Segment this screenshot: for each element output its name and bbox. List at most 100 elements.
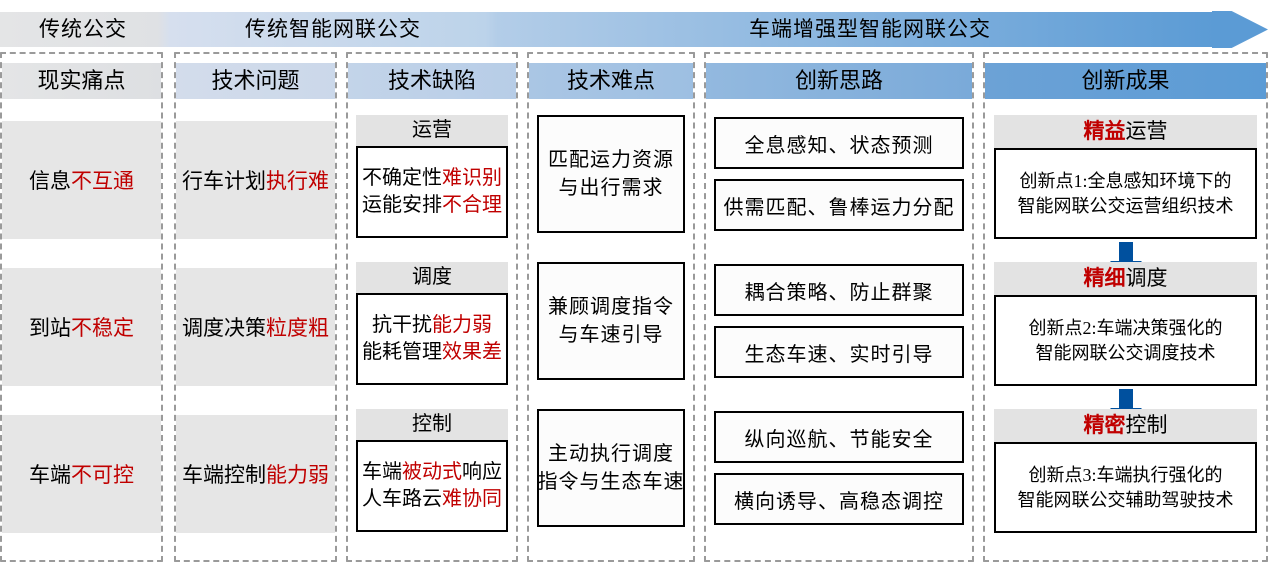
innovation-idea-box: 耦合策略、防止群聚 (714, 264, 964, 316)
pain-point-text-red: 不互通 (71, 169, 134, 193)
tech-defect-box: 不确定性难识别 运能安排不合理 (356, 146, 508, 238)
tech-defect-line: 不确定性难识别 (362, 165, 502, 192)
defect-text-red: 能力弱 (432, 314, 492, 337)
column-body-innovation-results: 精益运营 创新点1:全息感知环境下的 智能网联公交运营组织技术 精细调度 创新点… (985, 107, 1266, 554)
column-body-tech-problems: 行车计划执行难 调度决策粒度粗 车端控制能力弱 (176, 107, 335, 554)
column-header-tech-problems: 技术问题 (176, 63, 335, 99)
innovation-result-box: 创新点3:车端执行强化的 智能网联公交辅助驾驶技术 (994, 442, 1257, 533)
innovation-idea-box: 生态车速、实时引导 (714, 326, 964, 378)
pain-point-text-plain: 到站 (29, 316, 71, 340)
result-title-plain: 控制 (1125, 413, 1168, 437)
innovation-result-title: 精细调度 (994, 262, 1257, 295)
column-body-tech-defects: 运营 不确定性难识别 运能安排不合理 调度 抗干扰能力弱 能耗管理效果差 控制 … (348, 107, 516, 554)
tech-defect-title: 运营 (356, 115, 508, 146)
result-title-red: 精细 (1083, 266, 1126, 290)
pain-point-text-plain: 信息 (29, 169, 71, 193)
pain-point-text-red: 不可控 (71, 463, 134, 487)
innovation-result-group: 精密控制 创新点3:车端执行强化的 智能网联公交辅助驾驶技术 (994, 409, 1257, 533)
tech-defect-group: 运营 不确定性难识别 运能安排不合理 (356, 115, 508, 238)
innovation-result-box: 创新点1:全息感知环境下的 智能网联公交运营组织技术 (994, 148, 1257, 239)
tech-problem-cell: 行车计划执行难 (176, 121, 335, 239)
defect-text-plain-post: 响应 (462, 461, 502, 484)
column-innovation-ideas: 创新思路 全息感知、状态预测 供需匹配、鲁棒运力分配 耦合策略、防止群聚 生态车… (704, 52, 974, 562)
column-header-tech-defects: 技术缺陷 (348, 63, 516, 99)
pain-point-cell: 到站不稳定 (2, 268, 161, 386)
column-body-pain-points: 信息不互通 到站不稳定 车端不可控 (2, 107, 161, 554)
tech-problem-text-plain: 调度决策 (182, 316, 266, 340)
tech-defect-line: 能耗管理效果差 (362, 339, 502, 366)
pain-point-text-plain: 车端 (29, 463, 71, 487)
innovation-result-group: 精细调度 创新点2:车端决策强化的 智能网联公交调度技术 (994, 262, 1257, 386)
defect-text-red: 难识别 (442, 167, 502, 190)
defect-text-plain: 人车路云 (362, 488, 442, 510)
innovation-result-title: 精密控制 (994, 409, 1257, 442)
tech-difficulty-line: 与车速引导 (558, 324, 664, 346)
innovation-result-line: 智能网联公交调度技术 (1035, 342, 1216, 363)
defect-text-plain: 抗干扰 (372, 314, 432, 337)
column-header-pain-points: 现实痛点 (2, 63, 161, 99)
banner-segment-traditional-connected-bus: 传统智能网联公交 (245, 17, 421, 41)
column-pain-points: 现实痛点 信息不互通 到站不稳定 车端不可控 (0, 52, 163, 562)
tech-defect-title: 控制 (356, 409, 508, 440)
result-title-red: 精益 (1083, 119, 1126, 143)
tech-difficulty-line: 兼顾调度指令 (548, 296, 674, 318)
tech-difficulty-line: 匹配运力资源 (548, 149, 674, 171)
innovation-result-title: 精益运营 (994, 115, 1257, 148)
column-header-tech-difficulties: 技术难点 (529, 63, 693, 99)
tech-difficulty-box: 兼顾调度指令 与车速引导 (537, 262, 685, 380)
tech-defect-group: 控制 车端被动式响应 人车路云难协同 (356, 409, 508, 532)
tech-problem-text-red: 执行难 (266, 169, 329, 193)
innovation-idea-box: 横向诱导、高稳态调控 (714, 473, 964, 525)
tech-defect-box: 车端被动式响应 人车路云难协同 (356, 440, 508, 532)
tech-defect-line: 人车路云难协同 (362, 486, 502, 513)
tech-problem-text-red: 粒度粗 (266, 316, 329, 340)
tech-problem-cell: 调度决策粒度粗 (176, 268, 335, 386)
innovation-result-line: 创新点2:车端决策强化的 (1028, 318, 1223, 339)
innovation-result-box: 创新点2:车端决策强化的 智能网联公交调度技术 (994, 295, 1257, 386)
innovation-result-group: 精益运营 创新点1:全息感知环境下的 智能网联公交运营组织技术 (994, 115, 1257, 239)
tech-problem-cell: 车端控制能力弱 (176, 415, 335, 533)
tech-problem-text-red: 能力弱 (266, 463, 329, 487)
innovation-idea-box: 供需匹配、鲁棒运力分配 (714, 179, 964, 231)
tech-difficulty-box: 匹配运力资源 与出行需求 (537, 115, 685, 233)
column-header-innovation-results: 创新成果 (985, 63, 1266, 99)
column-tech-defects: 技术缺陷 运营 不确定性难识别 运能安排不合理 调度 抗干扰能力弱 能耗管理效果… (346, 52, 518, 562)
tech-difficulty-line: 指令与生态车速 (537, 471, 685, 493)
defect-text-red: 被动式 (402, 461, 462, 484)
column-body-innovation-ideas: 全息感知、状态预测 供需匹配、鲁棒运力分配 耦合策略、防止群聚 生态车速、实时引… (706, 107, 972, 554)
innovation-idea-box: 纵向巡航、节能安全 (714, 411, 964, 463)
banner-arrow-shape (0, 11, 1268, 48)
column-innovation-results: 创新成果 精益运营 创新点1:全息感知环境下的 智能网联公交运营组织技术 精细调… (983, 52, 1268, 562)
column-header-innovation-ideas: 创新思路 (706, 63, 972, 99)
defect-text-red: 难协同 (442, 488, 502, 510)
pain-point-cell: 信息不互通 (2, 121, 161, 239)
tech-problem-text-plain: 行车计划 (182, 169, 266, 193)
tech-defect-line: 抗干扰能力弱 (372, 312, 492, 339)
innovation-idea-box: 全息感知、状态预测 (714, 117, 964, 169)
banner-segment-vehicle-enhanced-connected-bus: 车端增强型智能网联公交 (749, 17, 991, 41)
diagram-columns: 现实痛点 信息不互通 到站不稳定 车端不可控 技术问题 行车计划执行难 调度决策… (0, 52, 1268, 562)
result-title-plain: 运营 (1125, 119, 1168, 143)
column-body-tech-difficulties: 匹配运力资源 与出行需求 兼顾调度指令 与车速引导 主动执行调度 指令与生态车速 (529, 107, 693, 554)
result-title-plain: 调度 (1125, 266, 1168, 290)
tech-defect-box: 抗干扰能力弱 能耗管理效果差 (356, 293, 508, 385)
banner-segment-traditional-bus: 传统公交 (39, 17, 127, 41)
tech-difficulty-line: 与出行需求 (558, 177, 664, 199)
defect-text-plain: 车端 (362, 461, 402, 484)
defect-text-plain: 不确定性 (362, 167, 442, 190)
column-tech-problems: 技术问题 行车计划执行难 调度决策粒度粗 车端控制能力弱 (174, 52, 337, 562)
evolution-banner-arrow (0, 11, 1268, 48)
defect-text-red: 效果差 (442, 341, 502, 363)
innovation-result-line: 创新点3:车端执行强化的 (1028, 465, 1223, 486)
defect-text-plain: 运能安排 (362, 194, 442, 216)
defect-text-plain: 能耗管理 (362, 341, 442, 363)
tech-defect-group: 调度 抗干扰能力弱 能耗管理效果差 (356, 262, 508, 385)
pain-point-cell: 车端不可控 (2, 415, 161, 533)
innovation-result-line: 智能网联公交辅助驾驶技术 (1017, 489, 1234, 510)
innovation-result-line: 智能网联公交运营组织技术 (1017, 195, 1234, 216)
defect-text-red: 不合理 (442, 194, 502, 216)
result-title-red: 精密 (1083, 413, 1126, 437)
tech-defect-line: 运能安排不合理 (362, 192, 502, 219)
tech-defect-line: 车端被动式响应 (362, 459, 502, 486)
tech-difficulty-box: 主动执行调度 指令与生态车速 (537, 409, 685, 527)
